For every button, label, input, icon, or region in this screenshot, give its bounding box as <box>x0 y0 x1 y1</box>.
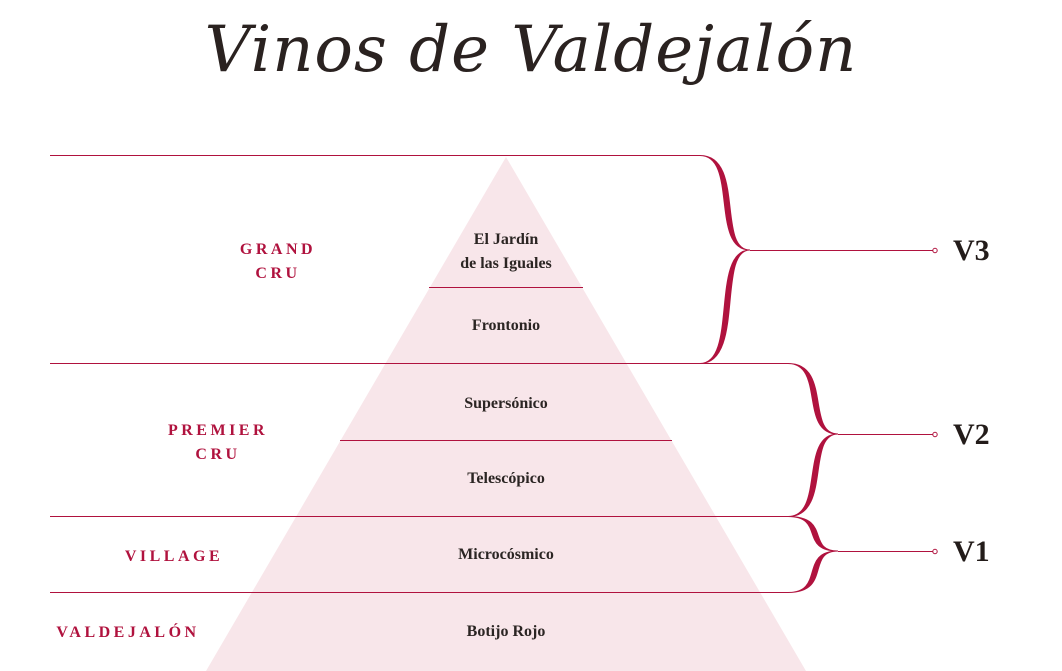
group-label-v1: V1 <box>953 535 990 568</box>
tier-label-line: VILLAGE <box>124 548 224 565</box>
brace-v2 <box>787 363 839 517</box>
wine-name-line: Telescópico <box>467 470 545 487</box>
wine-frontonio: Frontonio <box>406 314 606 338</box>
wine-el-jardin: El Jardín de las Iguales <box>406 228 606 276</box>
group-label-v3: V3 <box>953 234 990 267</box>
connector-v1-dot <box>932 548 938 555</box>
connector-v3-dot <box>932 247 938 254</box>
group-label-v2: V2 <box>953 418 990 451</box>
pyramid-shape <box>206 157 806 671</box>
wine-botijo-rojo: Botijo Rojo <box>406 620 606 644</box>
wine-name-line: El Jardín <box>473 231 539 248</box>
wine-name-line: de las Iguales <box>460 255 552 272</box>
tier-label-line: CRU <box>195 446 241 463</box>
tier-label-village: VILLAGE <box>74 545 274 569</box>
connector-v2-dot <box>932 431 938 438</box>
tier-label-line: VALDEJALÓN <box>56 624 200 641</box>
tier-label-premier-cru: PREMIER CRU <box>118 419 318 467</box>
tier-label-valdejalon: VALDEJALÓN <box>28 621 228 645</box>
tier-label-line: CRU <box>255 265 301 282</box>
wine-supersonico: Supersónico <box>406 392 606 416</box>
brace-v3 <box>699 155 751 364</box>
wine-name-line: Supersónico <box>464 395 548 412</box>
brace-v1 <box>787 516 839 593</box>
tier-label-line: PREMIER <box>167 422 269 439</box>
tier-label-grand-cru: GRAND CRU <box>178 238 378 286</box>
wine-name-line: Microcósmico <box>458 546 554 563</box>
wine-microcosmico: Microcósmico <box>406 543 606 567</box>
tier-label-line: GRAND <box>239 241 317 258</box>
page-title: Vinos de Valdejalón <box>204 13 858 87</box>
wine-name-line: Frontonio <box>471 317 541 334</box>
wine-telescopico: Telescópico <box>406 467 606 491</box>
wine-name-line: Botijo Rojo <box>466 623 546 640</box>
